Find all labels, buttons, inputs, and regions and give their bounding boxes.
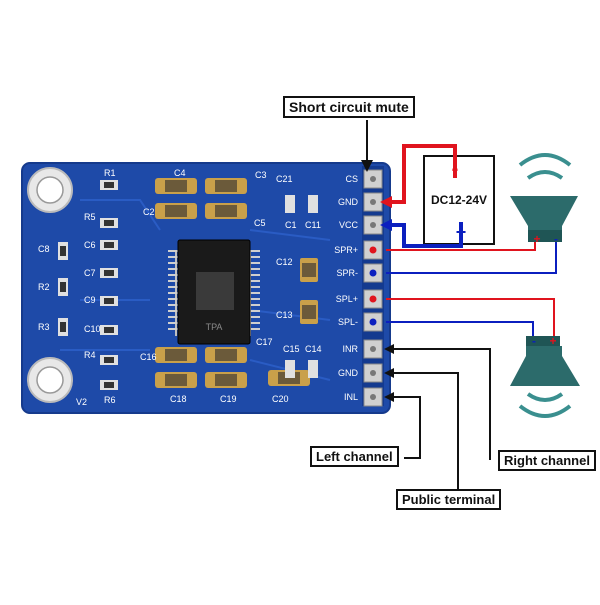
public-terminal-label: Public terminal xyxy=(396,489,502,510)
label-c18: C18 xyxy=(170,394,187,404)
arrow-gnd xyxy=(380,196,392,208)
chip-marking: TPA xyxy=(206,322,223,332)
pin-header xyxy=(362,166,384,407)
speaker-left-minus: - xyxy=(532,334,536,348)
wire-gnd-red xyxy=(386,144,457,204)
wire-spl-minus xyxy=(386,321,534,340)
label-c12: C12 xyxy=(276,257,293,267)
pin-labels: CS GND VCC SPR+ SPR- SPL+ SPL- INR GND I… xyxy=(334,174,358,402)
wire-spl-plus xyxy=(386,298,555,340)
chip-pad xyxy=(196,272,234,310)
label-c7: C7 xyxy=(84,268,96,278)
chip-pins-left xyxy=(168,250,180,330)
label-c1: C1 xyxy=(285,220,297,230)
label-c4: C4 xyxy=(174,168,186,178)
pin-label-spr-plus: SPR+ xyxy=(334,245,358,255)
pin-label-spl-minus: SPL- xyxy=(338,317,358,327)
pin-label-spl-plus: SPL+ xyxy=(336,294,358,304)
label-c16: C16 xyxy=(140,352,157,362)
label-r3: R3 xyxy=(38,322,50,332)
short-circuit-mute-label: Short circuit mute xyxy=(283,96,415,118)
label-c6: C6 xyxy=(84,240,96,250)
pin-label-inr: INR xyxy=(343,344,359,354)
sound-wave-icon xyxy=(518,404,572,418)
label-c20: C20 xyxy=(272,394,289,404)
label-c8: C8 xyxy=(38,244,50,254)
label-v2: V2 xyxy=(76,397,87,407)
right-channel-label: Right channel xyxy=(498,450,596,471)
wire-vcc-blue xyxy=(386,222,463,248)
label-r6: R6 xyxy=(104,395,116,405)
label-c5: C5 xyxy=(254,218,266,228)
label-c2: C2 xyxy=(143,207,155,217)
label-r2: R2 xyxy=(38,282,50,292)
label-c15: C15 xyxy=(283,344,300,354)
speaker-left-body xyxy=(510,346,580,386)
mounting-hole-bottom xyxy=(27,357,73,403)
label-c3: C3 xyxy=(255,170,267,180)
left-channel-label: Left channel xyxy=(310,446,399,467)
pin-label-gnd: GND xyxy=(338,197,359,207)
power-supply-label: DC12-24V xyxy=(431,193,487,207)
component-labels: R1 R2 R3 R4 R5 R6 C1 C2 C3 C4 C5 C6 C7 C… xyxy=(38,168,322,407)
label-c13: C13 xyxy=(276,310,293,320)
wire-spr-minus xyxy=(386,238,557,274)
label-r4: R4 xyxy=(84,350,96,360)
pin-label-vcc: VCC xyxy=(339,220,359,230)
speaker-right-minus: - xyxy=(554,232,558,246)
label-c14: C14 xyxy=(305,344,322,354)
speaker-right-plus: + xyxy=(533,232,540,246)
capacitor-parts xyxy=(155,178,318,388)
label-c10: C10 xyxy=(84,324,101,334)
label-c9: C9 xyxy=(84,295,96,305)
sound-wave-icon xyxy=(526,392,564,402)
sound-wave-icon xyxy=(518,153,572,167)
pin-label-spr-minus: SPR- xyxy=(336,268,358,278)
speaker-left-plus: + xyxy=(549,334,556,348)
arrow-vcc xyxy=(380,219,392,231)
pin-label-cs: CS xyxy=(345,174,358,184)
wire-inl xyxy=(392,396,421,459)
label-r5: R5 xyxy=(84,212,96,222)
wire-inr xyxy=(392,348,491,460)
mute-arrow-head xyxy=(361,160,373,172)
pin-label-inl: INL xyxy=(344,392,358,402)
label-c19: C19 xyxy=(220,394,237,404)
speaker-right: + - xyxy=(510,153,578,246)
chip-pins-right xyxy=(248,250,260,330)
amplifier-chip: TPA xyxy=(168,239,260,345)
speaker-left: - + xyxy=(510,334,580,418)
label-c17: C17 xyxy=(256,337,273,347)
mounting-hole-top xyxy=(27,167,73,213)
wire-gnd2 xyxy=(392,372,459,490)
label-c11: C11 xyxy=(305,220,321,230)
label-r1: R1 xyxy=(104,168,116,178)
pin-label-gnd2: GND xyxy=(338,368,359,378)
speaker-right-body xyxy=(510,196,578,238)
label-c21: C21 xyxy=(276,174,293,184)
sound-wave-icon xyxy=(526,170,564,180)
